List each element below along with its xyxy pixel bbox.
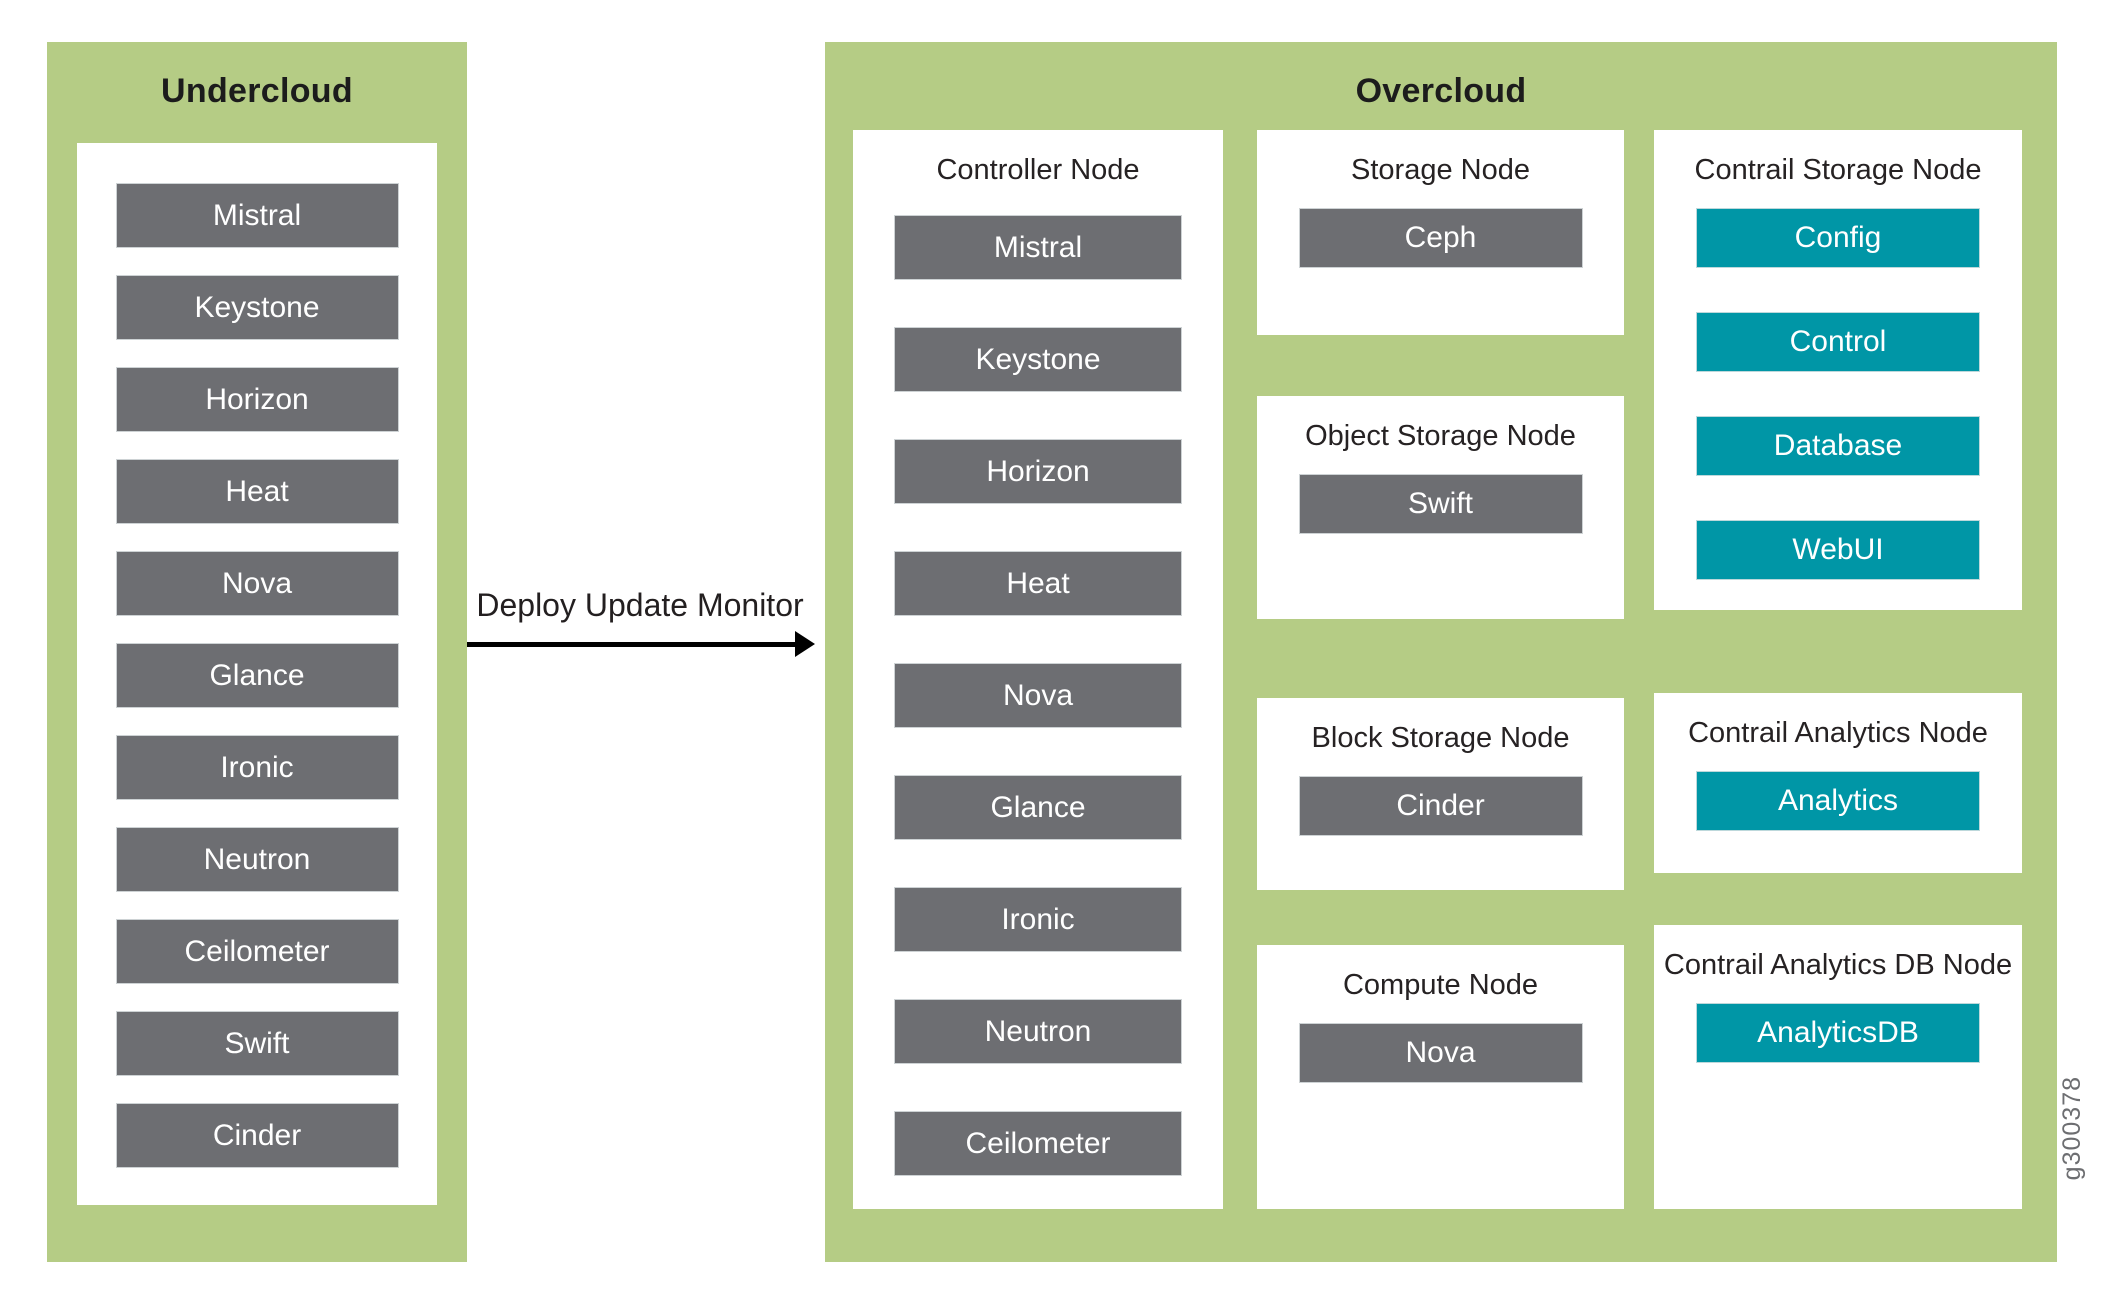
service-bar: Glance bbox=[894, 775, 1182, 840]
object-storage-node-title: Object Storage Node bbox=[1305, 420, 1576, 452]
block-storage-node-box: Block Storage Node Cinder bbox=[1257, 698, 1624, 890]
service-bar: Neutron bbox=[115, 827, 399, 892]
service-bar: Ceilometer bbox=[894, 1111, 1182, 1176]
storage-node-title: Storage Node bbox=[1351, 154, 1530, 186]
service-bar: Horizon bbox=[894, 439, 1182, 504]
contrail-storage-node-title: Contrail Storage Node bbox=[1694, 154, 1982, 186]
service-bar: Ceilometer bbox=[115, 919, 399, 984]
object-storage-service-list: Swift bbox=[1298, 474, 1583, 534]
service-bar: Ironic bbox=[115, 735, 399, 800]
contrail-analytics-node-title: Contrail Analytics Node bbox=[1688, 717, 1988, 749]
compute-node-title: Compute Node bbox=[1342, 969, 1539, 1001]
service-bar: Mistral bbox=[115, 183, 399, 248]
contrail-analytics-db-node-title: Contrail Analytics DB Node bbox=[1663, 949, 2013, 981]
service-bar: Heat bbox=[115, 459, 399, 524]
service-bar: Cinder bbox=[115, 1103, 399, 1168]
storage-node-box: Storage Node Ceph bbox=[1257, 130, 1624, 335]
service-bar: Config bbox=[1696, 208, 1980, 268]
service-bar: WebUI bbox=[1696, 520, 1980, 580]
service-bar: Keystone bbox=[894, 327, 1182, 392]
object-storage-node-box: Object Storage Node Swift bbox=[1257, 396, 1624, 619]
storage-service-list: Ceph bbox=[1298, 208, 1583, 268]
block-storage-node-title: Block Storage Node bbox=[1311, 722, 1570, 754]
compute-service-list: Nova bbox=[1298, 1023, 1583, 1083]
contrail-analytics-db-node-box: Contrail Analytics DB Node AnalyticsDB bbox=[1654, 925, 2022, 1209]
service-bar: Horizon bbox=[115, 367, 399, 432]
contrail-analytics-service-list: Analytics bbox=[1696, 771, 1980, 831]
service-bar: Control bbox=[1696, 312, 1980, 372]
service-bar: Heat bbox=[894, 551, 1182, 616]
service-bar: Glance bbox=[115, 643, 399, 708]
contrail-analytics-db-service-list: AnalyticsDB bbox=[1696, 1003, 1980, 1063]
service-bar: Nova bbox=[894, 663, 1182, 728]
controller-node-title: Controller Node bbox=[936, 154, 1140, 186]
contrail-analytics-node-box: Contrail Analytics Node Analytics bbox=[1654, 693, 2022, 873]
service-bar: Swift bbox=[115, 1011, 399, 1076]
service-bar: Mistral bbox=[894, 215, 1182, 280]
compute-node-box: Compute Node Nova bbox=[1257, 945, 1624, 1209]
service-bar: Nova bbox=[1298, 1023, 1583, 1083]
service-bar: Database bbox=[1696, 416, 1980, 476]
service-bar: Nova bbox=[115, 551, 399, 616]
figure-id-label: g300378 bbox=[2058, 1076, 2086, 1181]
deploy-arrow-head-icon bbox=[795, 631, 815, 657]
overcloud-title: Overcloud bbox=[1355, 72, 1527, 110]
service-bar: Keystone bbox=[115, 275, 399, 340]
service-bar: Analytics bbox=[1696, 771, 1980, 831]
service-bar: Neutron bbox=[894, 999, 1182, 1064]
service-bar: Ironic bbox=[894, 887, 1182, 952]
deploy-arrow-label: Deploy Update Monitor bbox=[476, 587, 804, 623]
service-bar: Ceph bbox=[1298, 208, 1583, 268]
service-bar: Cinder bbox=[1298, 776, 1583, 836]
service-bar: AnalyticsDB bbox=[1696, 1003, 1980, 1063]
deploy-arrow-line bbox=[467, 642, 797, 647]
service-bar: Swift bbox=[1298, 474, 1583, 534]
undercloud-title: Undercloud bbox=[161, 72, 353, 110]
block-storage-service-list: Cinder bbox=[1298, 776, 1583, 836]
